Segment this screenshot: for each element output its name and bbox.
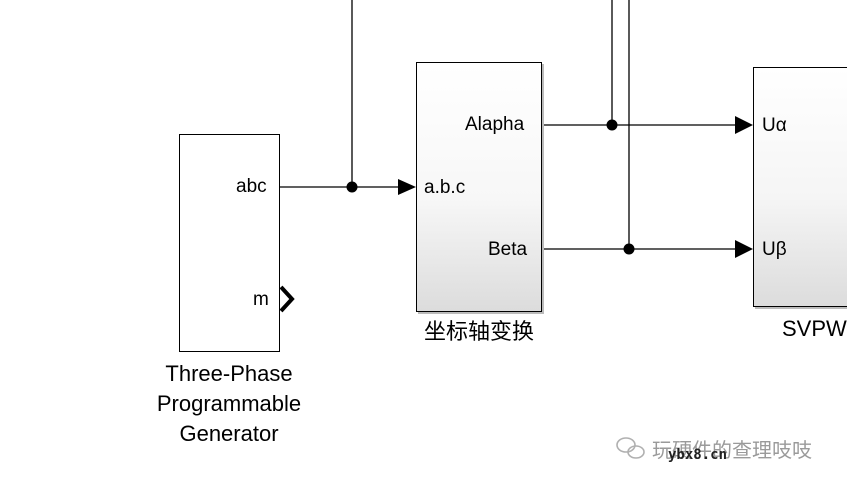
output-port-m-icon[interactable]: [279, 285, 295, 313]
junction-dot-alpha: [606, 119, 618, 131]
transform-port-beta-label: Beta: [488, 239, 528, 260]
svpwm-block[interactable]: [753, 67, 847, 307]
coordinate-transform-block[interactable]: [416, 62, 542, 312]
generator-caption-line3: Generator: [179, 421, 279, 446]
transform-port-alpha-label: Alapha: [465, 114, 525, 135]
svpwm-port-ubeta-label: Uβ: [762, 239, 787, 260]
generator-port-m-label: m: [253, 289, 269, 310]
svpwm-port-ualpha-label: Uα: [762, 115, 787, 136]
transform-port-abc-label: a.b.c: [424, 177, 466, 198]
watermark-account: 玩硬件的查理吱吱: [652, 438, 812, 462]
junction-dot-beta: [623, 243, 635, 255]
signal-line-beta[interactable]: [542, 240, 753, 258]
transform-caption: 坐标轴变换: [423, 320, 534, 345]
generator-port-abc-label: abc: [236, 176, 267, 197]
wechat-logo-icon: [616, 437, 645, 459]
svpwm-caption: SVPW: [782, 316, 847, 341]
three-phase-generator-block[interactable]: [179, 134, 280, 352]
generator-caption-line1: Three-Phase: [165, 361, 293, 386]
signal-line-abc[interactable]: [280, 179, 416, 195]
signal-line-alpha[interactable]: [542, 116, 753, 134]
generator-caption-line2: Programmable: [156, 391, 302, 416]
watermark-site: ybx8.cn: [668, 447, 728, 463]
junction-dot-abc: [346, 181, 358, 193]
